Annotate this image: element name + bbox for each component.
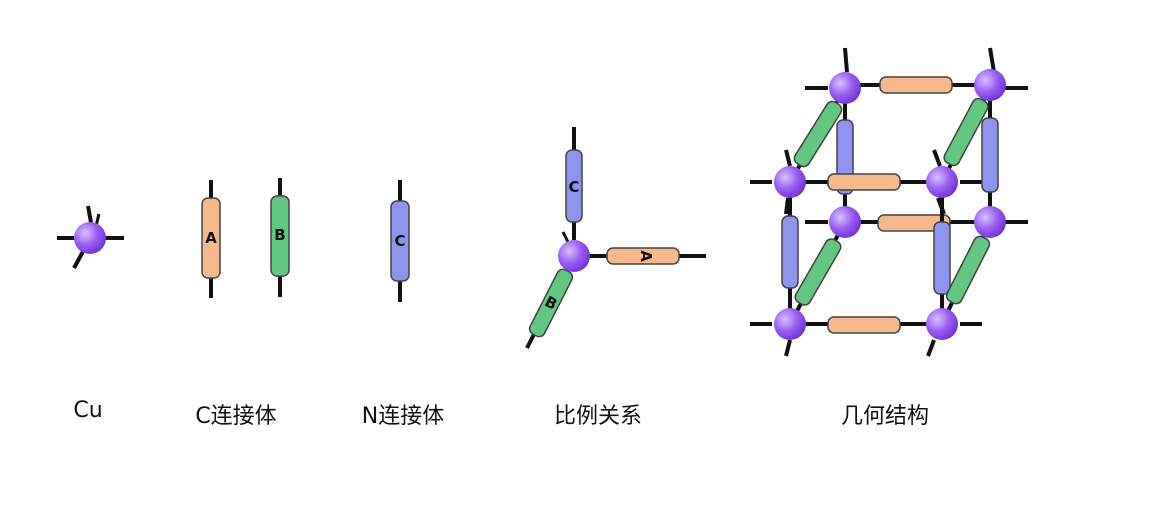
- c-linker-b-rod: B: [270, 178, 290, 297]
- lattice-node: [926, 166, 958, 198]
- lattice-node: [774, 308, 806, 340]
- lattice-node: [926, 308, 958, 340]
- caption-geometry: 几何结构: [840, 404, 930, 429]
- caption-cu: Cu: [73, 398, 103, 423]
- cu-node-standalone: [57, 205, 124, 269]
- caption-ratio: 比例关系: [553, 404, 643, 429]
- c-linker-a-rod: A: [201, 180, 221, 298]
- lattice-node: [829, 206, 861, 238]
- caption-c-linker: C连接体: [195, 404, 277, 429]
- n-linker-c-rod: C: [390, 180, 410, 302]
- rod-label-c: C: [394, 232, 405, 250]
- lattice-node: [774, 166, 806, 198]
- geometry-lattice: [750, 47, 1028, 357]
- lattice-node: [974, 206, 1006, 238]
- ratio-rod-label-a: A: [637, 250, 655, 262]
- ratio-rod-label-c: C: [568, 178, 579, 196]
- caption-n-linker: N连接体: [361, 404, 445, 429]
- rod-label-a: A: [205, 229, 217, 247]
- lattice-node: [829, 72, 861, 104]
- rod-label-b: B: [274, 226, 285, 244]
- ratio-assembly: C A B: [525, 127, 706, 349]
- lattice-node: [974, 69, 1006, 101]
